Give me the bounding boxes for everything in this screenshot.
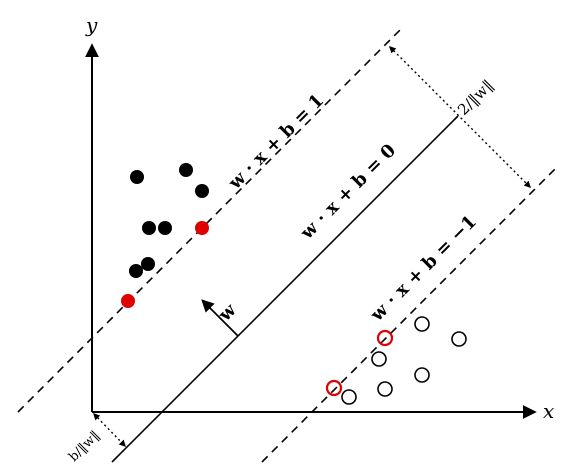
margin-width-label: 2/‖w‖	[454, 76, 497, 119]
positive-support-vector	[195, 221, 209, 235]
negative-support-vector	[325, 379, 343, 397]
positive-class-points	[129, 163, 209, 278]
offset-label: b/‖w‖	[66, 428, 103, 465]
minus-margin-line	[261, 167, 557, 463]
plus-margin-label: w · x + b = 1	[224, 90, 328, 194]
positive-point	[158, 221, 172, 235]
decision-label: w · x + b = 0	[296, 140, 400, 244]
normal-vector-arrow	[201, 299, 239, 337]
minus-margin-label: w · x + b = −1	[366, 211, 481, 326]
positive-point	[195, 184, 209, 198]
y-axis-label: y	[85, 13, 98, 37]
negative-point	[451, 331, 467, 347]
negative-point	[341, 389, 357, 405]
negative-support-vectors	[325, 329, 394, 397]
positive-point	[141, 257, 155, 271]
positive-point	[130, 170, 144, 184]
negative-class-points	[341, 316, 467, 405]
positive-point	[142, 221, 156, 235]
negative-point	[371, 351, 387, 367]
negative-point	[414, 316, 430, 332]
negative-point	[377, 381, 393, 397]
plus-margin-line	[17, 27, 403, 413]
positive-point	[129, 264, 143, 278]
negative-point	[414, 367, 430, 383]
positive-support-vector	[121, 294, 135, 308]
x-axis-label: x	[543, 399, 554, 423]
margin-width-arrow	[389, 46, 531, 188]
negative-support-vector	[376, 329, 394, 347]
normal-vector-label: w	[214, 299, 241, 326]
positive-support-vectors	[121, 221, 209, 308]
positive-point	[179, 163, 193, 177]
